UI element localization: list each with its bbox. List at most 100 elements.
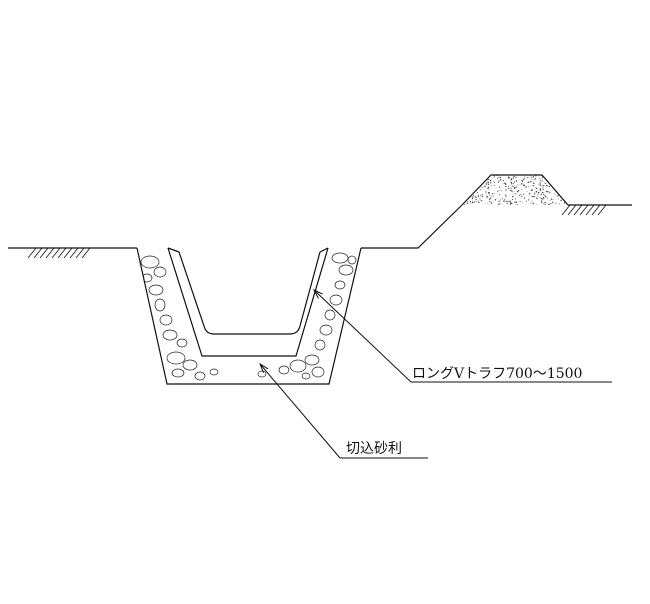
stipple-dot bbox=[560, 199, 562, 202]
stipple-dot bbox=[500, 176, 502, 179]
stipple-dot bbox=[521, 179, 523, 182]
stipple-dot bbox=[465, 175, 467, 177]
stipple-dot bbox=[462, 193, 463, 194]
stipple-dot bbox=[557, 180, 559, 182]
stipple-dot bbox=[486, 196, 488, 198]
stipple-dot bbox=[464, 180, 466, 182]
stipple-dot bbox=[535, 191, 537, 193]
stipple-dot bbox=[530, 189, 533, 191]
stipple-dot bbox=[512, 185, 514, 187]
stipple-dot bbox=[540, 194, 542, 196]
stipple-dot bbox=[529, 194, 530, 196]
stipple-dot bbox=[497, 191, 499, 193]
stipple-dot bbox=[550, 198, 553, 200]
stipple-dot bbox=[541, 175, 543, 177]
stipple-dot bbox=[471, 189, 473, 191]
stipple-dot bbox=[543, 185, 545, 187]
stipple-dot bbox=[462, 191, 464, 194]
stipple-dot bbox=[532, 195, 534, 197]
stipple-dot bbox=[525, 186, 527, 188]
stipple-dot bbox=[487, 179, 489, 181]
stipple-dot bbox=[534, 192, 536, 194]
stipple-dot bbox=[494, 199, 497, 201]
trough-label: ロングVトラフ700～1500 bbox=[412, 366, 582, 382]
stipple-dot bbox=[507, 187, 510, 190]
stipple-dot bbox=[512, 177, 514, 179]
stipple-dot bbox=[532, 176, 535, 178]
stipple-dot bbox=[563, 181, 565, 183]
stipple-dot bbox=[567, 175, 568, 176]
stipple-dot bbox=[542, 198, 544, 200]
stipple-dot bbox=[500, 199, 502, 201]
stipple-dot bbox=[479, 182, 481, 184]
stipple-dot bbox=[468, 187, 470, 189]
stipple-dot bbox=[566, 188, 568, 191]
stipple-dot bbox=[479, 198, 481, 200]
stipple-dot bbox=[545, 204, 546, 205]
stipple-dot bbox=[474, 186, 476, 188]
stipple-dot bbox=[466, 185, 469, 187]
stipple-dot bbox=[513, 191, 515, 193]
stipple-dot bbox=[559, 193, 562, 195]
stipple-dot bbox=[499, 179, 502, 181]
stipple-dot bbox=[539, 184, 542, 186]
stipple-dot bbox=[464, 184, 466, 186]
stipple-dot bbox=[516, 191, 519, 193]
stipple-dot bbox=[543, 197, 545, 199]
stipple-dot bbox=[565, 193, 568, 196]
stipple-dot bbox=[489, 198, 491, 200]
stipple-dot bbox=[471, 185, 472, 186]
stipple-dot bbox=[489, 179, 492, 182]
stipple-dot bbox=[529, 202, 531, 204]
stipple-dot bbox=[510, 200, 512, 202]
stipple-dot bbox=[506, 200, 508, 202]
stipple-dot bbox=[469, 200, 471, 202]
stipple-dot bbox=[527, 177, 529, 179]
stipple-dot bbox=[504, 199, 506, 201]
gravel-leader: 切込砂利 bbox=[260, 364, 428, 459]
stipple-dot bbox=[515, 186, 517, 189]
stipple-dot bbox=[566, 187, 567, 189]
stipple-dot bbox=[466, 194, 468, 196]
ground-hatch-right bbox=[561, 204, 607, 216]
stipple-dot bbox=[565, 185, 567, 187]
stipple-dot bbox=[521, 180, 523, 183]
trough-leader: ロングVトラフ700～1500 bbox=[314, 290, 612, 383]
stipple-dot bbox=[498, 190, 500, 192]
stipple-dot bbox=[492, 193, 494, 195]
stipple-dot bbox=[515, 201, 518, 203]
stipple-dot bbox=[502, 175, 504, 176]
stipple-dot bbox=[463, 197, 465, 199]
stipple-dot bbox=[543, 202, 545, 203]
stipple-dot bbox=[473, 184, 475, 187]
stipple-dot bbox=[549, 192, 551, 194]
stipple-dot bbox=[541, 197, 543, 200]
stipple-dot bbox=[463, 198, 465, 200]
stipple-dot bbox=[544, 195, 546, 197]
stipple-dot bbox=[512, 175, 514, 176]
stipple-dot bbox=[464, 190, 466, 192]
stipple-dot bbox=[487, 187, 489, 189]
stipple-dot bbox=[476, 191, 479, 193]
stipple-dot bbox=[523, 178, 525, 180]
stipple-dot bbox=[540, 199, 543, 201]
stipple-dot bbox=[553, 194, 555, 195]
stipple-dot bbox=[558, 177, 560, 179]
stipple-dot bbox=[472, 176, 474, 178]
stipple-dot bbox=[470, 176, 472, 178]
stipple-dot bbox=[541, 176, 543, 178]
stipple-dot bbox=[510, 179, 512, 181]
stipple-dot bbox=[537, 193, 539, 195]
stipple-dot bbox=[467, 201, 468, 202]
stipple-dot bbox=[481, 187, 483, 189]
stipple-dot bbox=[551, 175, 553, 177]
stipple-dot bbox=[484, 178, 486, 180]
stipple-dot bbox=[505, 196, 507, 198]
stipple-dot bbox=[559, 190, 561, 192]
stipple-dot bbox=[474, 187, 476, 190]
stipple-dot bbox=[542, 185, 544, 186]
stipple-dot bbox=[549, 179, 551, 181]
stipple-dot bbox=[487, 178, 489, 180]
stipple-dot bbox=[522, 184, 525, 186]
